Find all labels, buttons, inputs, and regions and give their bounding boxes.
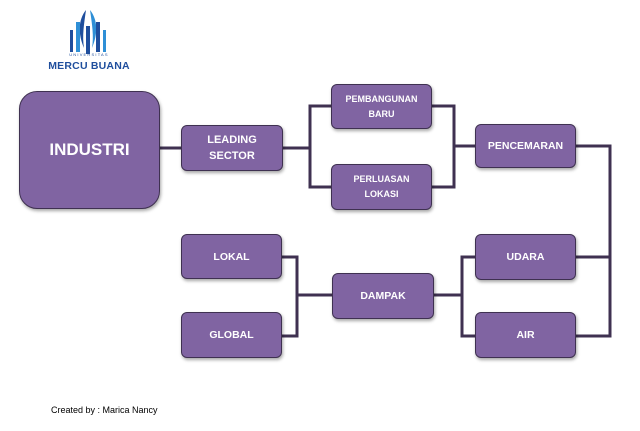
node-global: GLOBAL [181, 312, 282, 358]
node-perluasan-lokasi-label: PERLUASAN LOKASI [353, 174, 410, 199]
node-leading-sector-label: LEADING SECTOR [207, 134, 257, 162]
node-air: AIR [475, 312, 576, 358]
connector-dampak-left-bracket [282, 255, 299, 338]
node-industri: INDUSTRI [19, 91, 160, 209]
node-global-label: GLOBAL [209, 329, 254, 341]
node-pembangunan-baru-label: PEMBANGUNAN BARU [345, 93, 418, 119]
credit-text: Created by : Marica Nancy [51, 405, 158, 415]
logo-subtitle: UNIVERSITAS [69, 52, 109, 57]
node-udara: UDARA [475, 234, 576, 280]
node-pembangunan-baru: PEMBANGUNAN BARU [331, 84, 432, 129]
node-dampak-label: DAMPAK [360, 290, 406, 302]
logo-name: MERCU BUANA [48, 60, 130, 72]
connector-pencemaran-spine [576, 144, 612, 338]
connector-dampak-right-bracket [460, 255, 475, 338]
connector-bracket-right [432, 104, 456, 189]
node-pencemaran: PENCEMARAN [475, 124, 576, 168]
node-udara-label: UDARA [506, 251, 545, 263]
university-logo-icon [70, 10, 106, 54]
node-dampak: DAMPAK [332, 273, 434, 319]
node-perluasan-lokasi: PERLUASAN LOKASI [331, 164, 432, 210]
node-lokal: LOKAL [181, 234, 282, 279]
node-air-label: AIR [516, 329, 535, 341]
node-leading-sector: LEADING SECTOR [181, 125, 283, 171]
node-lokal-label: LOKAL [213, 250, 250, 263]
node-industri-label: INDUSTRI [49, 140, 130, 159]
node-pencemaran-label: PENCEMARAN [487, 140, 564, 152]
connector-bracket-left [308, 104, 331, 189]
